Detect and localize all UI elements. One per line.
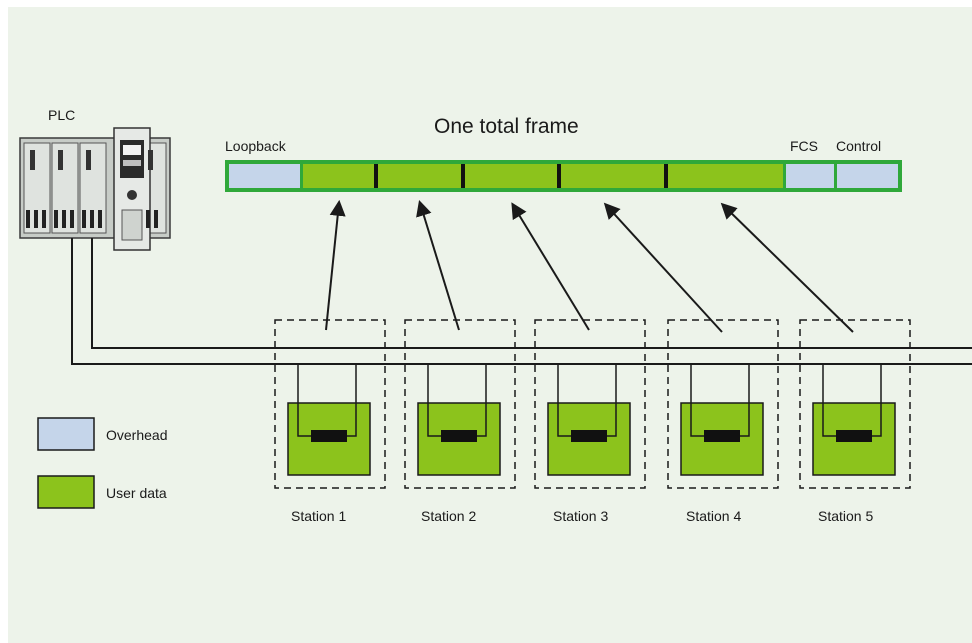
station-3 xyxy=(511,202,646,489)
station-2-label: Station 2 xyxy=(421,508,477,524)
station-4 xyxy=(603,202,779,489)
station-1 xyxy=(274,199,386,489)
legend-swatch-overhead xyxy=(37,417,95,451)
station-1-label: Station 1 xyxy=(291,508,347,524)
frame-bar xyxy=(225,160,902,192)
frame-title: One total frame xyxy=(434,115,579,138)
control-label: Control xyxy=(836,138,882,154)
station-4-label: Station 4 xyxy=(686,508,742,524)
station-5 xyxy=(720,202,911,489)
bus-lines xyxy=(71,238,972,365)
plc-rack xyxy=(19,127,171,251)
station-5-label: Station 5 xyxy=(818,508,874,524)
legend-swatch-user-data xyxy=(37,475,95,509)
station-3-label: Station 3 xyxy=(553,508,609,524)
legend-label-overhead: Overhead xyxy=(106,427,168,443)
legend-label-user-data: User data xyxy=(106,485,167,501)
fcs-label: FCS xyxy=(790,138,818,154)
loopback-label: Loopback xyxy=(225,138,286,154)
plc-label: PLC xyxy=(48,107,76,123)
diagram-panel xyxy=(8,7,972,643)
station-2 xyxy=(404,199,516,489)
